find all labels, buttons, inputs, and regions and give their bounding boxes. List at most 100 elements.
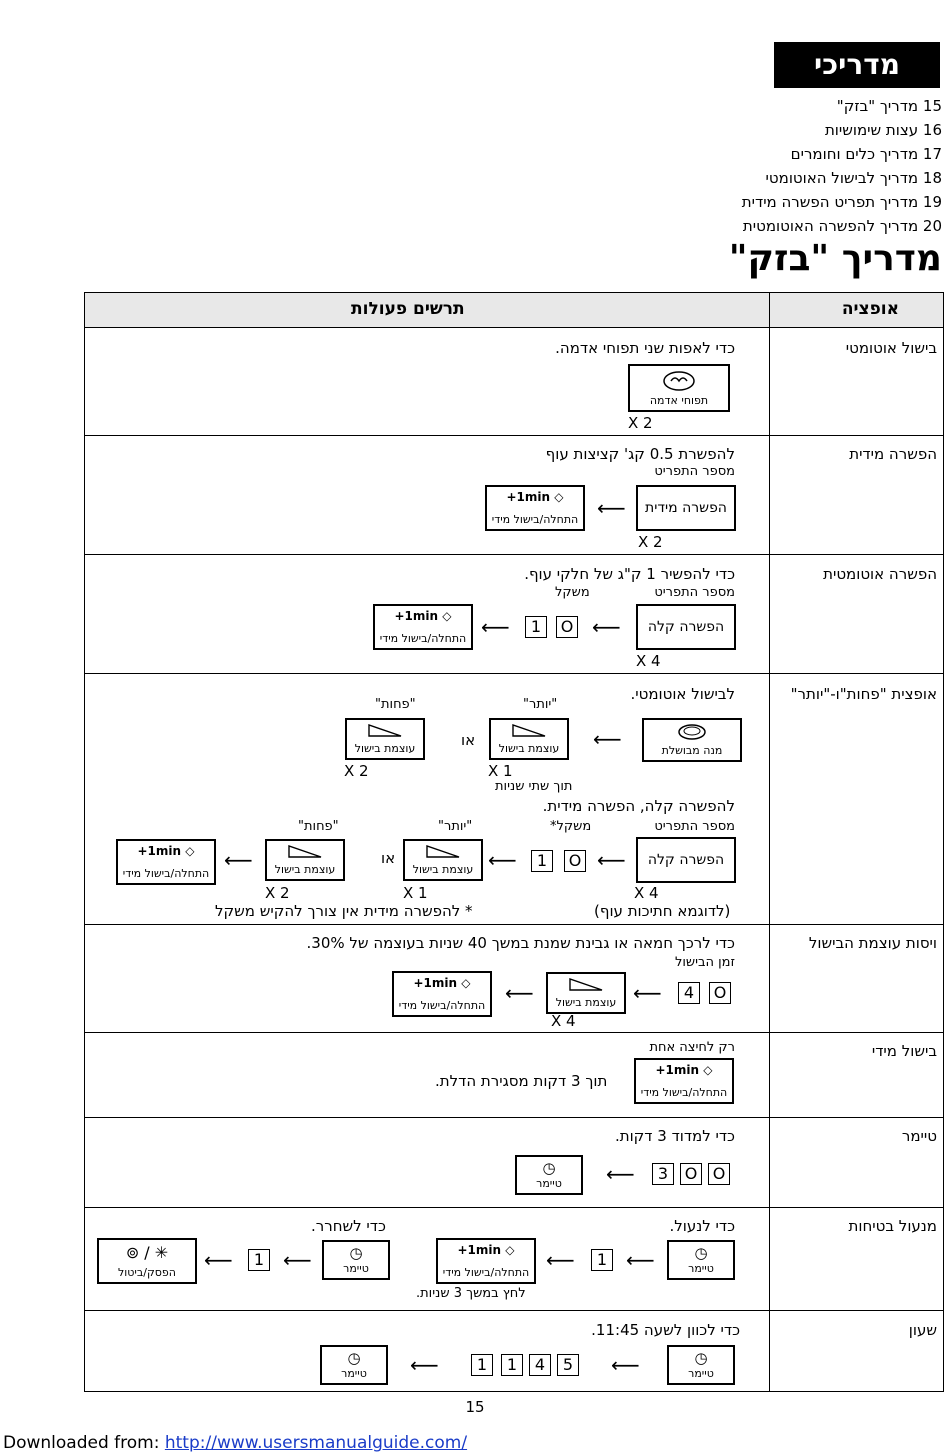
digit-key[interactable]: 1 [591,1249,613,1271]
toc-item[interactable]: 15 מדריך "בזק" [836,97,942,115]
row-description: כדי למדוד 3 דקות. [614,1127,735,1145]
light-defrost-button[interactable]: הפשרה קלה [636,604,736,650]
toc-item[interactable]: 19 מדריך תפריט הפשרה מידית [741,193,942,211]
power-triangle-icon [569,978,603,991]
plus-one-min-icon: +1min ◇ [655,1063,713,1077]
instant-defrost-button[interactable]: הפשרה מידית [636,485,736,531]
start-button[interactable]: +1min ◇ התחלה/בישול מידי [392,971,492,1017]
start-button[interactable]: +1min ◇ התחלה/בישול מידי [485,485,585,531]
clock-icon: ◷ [347,1349,361,1367]
cooked-dish-button[interactable]: מנה מבושלת [642,718,742,762]
multiplier: X 1 [488,762,513,780]
digit-key[interactable]: 1 [248,1249,270,1271]
toc-item[interactable]: 17 מדריך כלים וחומרים [790,145,942,163]
digit-key[interactable]: O [680,1163,702,1185]
clock-icon: ◷ [542,1159,556,1177]
less-label: "פחות" [298,819,339,834]
toc-item[interactable]: 18 מדריך לבישול האוטומטי [765,169,942,187]
row-divider [85,554,943,555]
start-button[interactable]: +1min ◇ התחלה/בישול מידי [116,839,216,885]
col-header-option: אופציה [841,299,899,319]
power-button[interactable]: עוצמת בישול [345,718,425,760]
multiplier: X 2 [265,884,290,902]
weight-label: משקל [555,585,590,600]
weight-label: משקל* [550,819,592,834]
table-header [85,293,943,327]
power-button[interactable]: עוצמת בישול [265,839,345,881]
digit-key[interactable]: O [709,982,731,1004]
arrow-left-icon: ⟵ [606,1162,635,1186]
start-button[interactable]: +1min ◇ התחלה/בישול מידי [634,1058,734,1104]
option-label: מנעול בטיחות [848,1217,937,1235]
source-link[interactable]: http://www.usersmanualguide.com/ [164,1433,468,1453]
arrow-left-icon: ⟵ [410,1353,439,1377]
option-label: ויסות עוצמת הבישול [808,934,937,952]
option-label: הפשרה אוטומטית [823,565,937,583]
power-button[interactable]: עוצמת בישול [546,972,626,1014]
arrow-left-icon: ⟵ [505,981,534,1005]
multiplier: X 4 [636,652,661,670]
row-description: כדי לשחרר. [311,1217,386,1235]
row-description: כדי להפשיר 1 ק"ג של חלקי עוף. [524,565,735,583]
arrow-left-icon: ⟵ [283,1248,312,1272]
arrow-left-icon: ⟵ [481,615,510,639]
more-label: "יותר" [438,819,473,834]
timer-button[interactable]: ◷ טיימר [322,1240,390,1280]
digit-key[interactable]: 1 [501,1354,523,1376]
digit-key[interactable]: 4 [678,982,700,1004]
light-defrost-button[interactable]: הפשרה קלה [636,837,736,883]
row-divider [85,1207,943,1208]
section-badge: מדריכי בישול [774,42,940,127]
digit-key[interactable]: O [556,616,578,638]
digit-key[interactable]: 1 [471,1354,493,1376]
arrow-left-icon: ⟵ [593,727,622,751]
arrow-left-icon: ⟵ [626,1248,655,1272]
option-label: טיימר [901,1127,937,1145]
row-divider [85,1310,943,1311]
cook-time-label: זמן הבישול [674,955,735,970]
digit-key[interactable]: 1 [531,850,553,872]
multiplier: X 2 [638,533,663,551]
row-divider [85,673,943,674]
or-label: או [381,849,396,867]
potato-icon [663,371,695,391]
row-description: לבישול אוטומטי. [630,685,735,703]
stop-cancel-button[interactable]: ⊚ / ✳ הפסק/ביטול [97,1238,197,1284]
digit-key[interactable]: 5 [557,1354,579,1376]
timer-button[interactable]: ◷ טיימר [320,1345,388,1385]
digit-key[interactable]: O [564,850,586,872]
page-title: מדריך "בזק" [728,238,942,279]
digit-key[interactable]: 4 [529,1354,551,1376]
timer-button[interactable]: ◷ טיימר [515,1155,583,1195]
power-triangle-icon [368,724,402,737]
digit-key[interactable]: O [708,1163,730,1185]
clock-icon: ◷ [694,1244,708,1262]
toc-item[interactable]: 16 עצות שימושיות [824,121,942,139]
page-number: 15 [465,1398,485,1416]
start-button[interactable]: +1min ◇ התחלה/בישול מידי [436,1238,536,1284]
option-label: אופצית "פחות"ו-"יותר" [790,685,937,703]
plus-one-min-icon: +1min ◇ [394,609,452,623]
row-divider [85,327,943,328]
start-button[interactable]: +1min ◇ התחלה/בישול מידי [373,604,473,650]
arrow-left-icon: ⟵ [592,615,621,639]
digit-key[interactable]: 1 [525,616,547,638]
timer-button[interactable]: ◷ טיימר [667,1240,735,1280]
row-description: תוך 3 דקות מסגירת הדלת. [435,1072,608,1090]
column-divider [769,293,770,1391]
menu-number-label: מספר התפריט [654,464,735,479]
digit-key[interactable]: 3 [652,1163,674,1185]
option-label: בישול מידי [871,1042,937,1060]
power-button[interactable]: עוצמת בישול [403,839,483,881]
arrow-left-icon: ⟵ [611,1353,640,1377]
timer-button[interactable]: ◷ טיימר [667,1345,735,1385]
arrow-left-icon: ⟵ [546,1248,575,1272]
table-of-contents: 15 מדריך "בזק" 16 עצות שימושיות 17 מדריך… [542,94,942,238]
potato-button[interactable]: תפוחי אדמה [628,364,730,412]
toc-item[interactable]: 20 מדריך להפשרה האוטומטית [742,217,942,235]
arrow-left-icon: ⟵ [633,981,662,1005]
power-button[interactable]: עוצמת בישול [489,718,569,760]
press-hint: לחץ במשך 3 שניות. [416,1286,526,1301]
option-label: שעון [908,1321,937,1339]
within-label: תוך שתי שניות [495,779,573,794]
